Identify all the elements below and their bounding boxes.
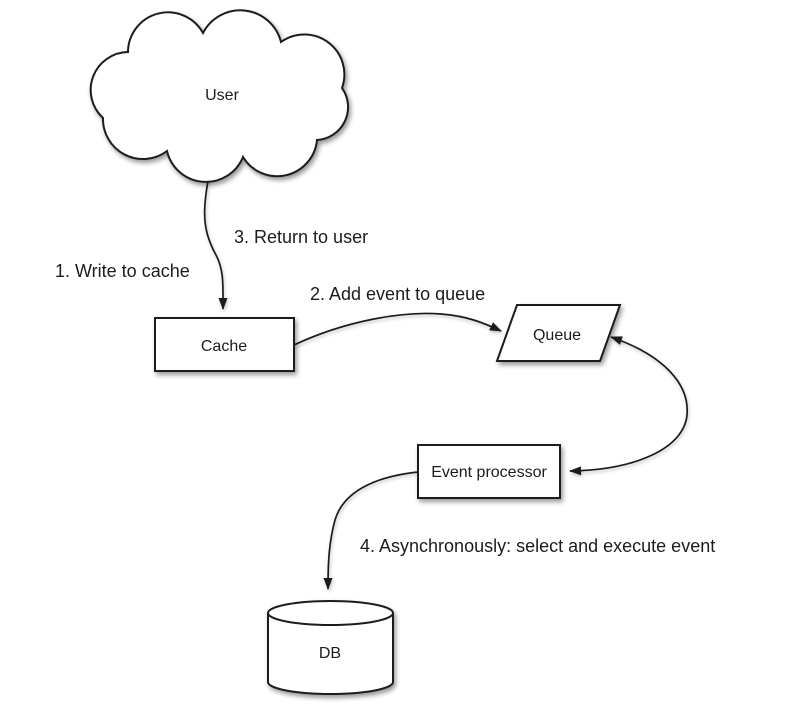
edge-user-to-cache: [203, 159, 228, 310]
step-label-1-write-to-cache: 1. Write to cache: [55, 261, 190, 281]
node-user-label: User: [205, 87, 239, 104]
user-cloud-shape: [89, 9, 350, 183]
node-queue-label: Queue: [533, 327, 581, 344]
step-label-2-add-event-to-queue: 2. Add event to queue: [310, 284, 485, 304]
arrow-cache-to-queue: [293, 312, 502, 346]
node-queue: Queue: [495, 304, 622, 362]
edge-queue-event-processor: [569, 336, 688, 476]
node-user: User: [89, 9, 350, 183]
node-db: DB: [267, 600, 394, 695]
node-cache: Cache: [154, 317, 295, 372]
db-cylinder-body: [267, 613, 394, 695]
step-label-4-asynchronously-select-execute: 4. Asynchronously: select and execute ev…: [360, 536, 715, 556]
edge-cache-to-queue: [293, 312, 502, 346]
node-event-processor: Event processor: [417, 444, 561, 499]
cache-rect-shape: [154, 317, 295, 372]
arrow-user-to-cache: [203, 159, 228, 310]
node-event-processor-label: Event processor: [431, 464, 547, 481]
node-db-label: DB: [319, 645, 341, 662]
arrow-queue-event-processor-bidirectional: [569, 336, 688, 476]
edge-event-processor-to-db: [323, 471, 419, 590]
event-processor-rect-shape: [417, 444, 561, 499]
step-label-3-return-to-user: 3. Return to user: [234, 227, 368, 247]
db-cylinder-top: [267, 600, 394, 626]
arrow-event-processor-to-db: [323, 471, 419, 590]
node-cache-label: Cache: [201, 338, 247, 355]
queue-parallelogram-shape: [495, 304, 622, 362]
